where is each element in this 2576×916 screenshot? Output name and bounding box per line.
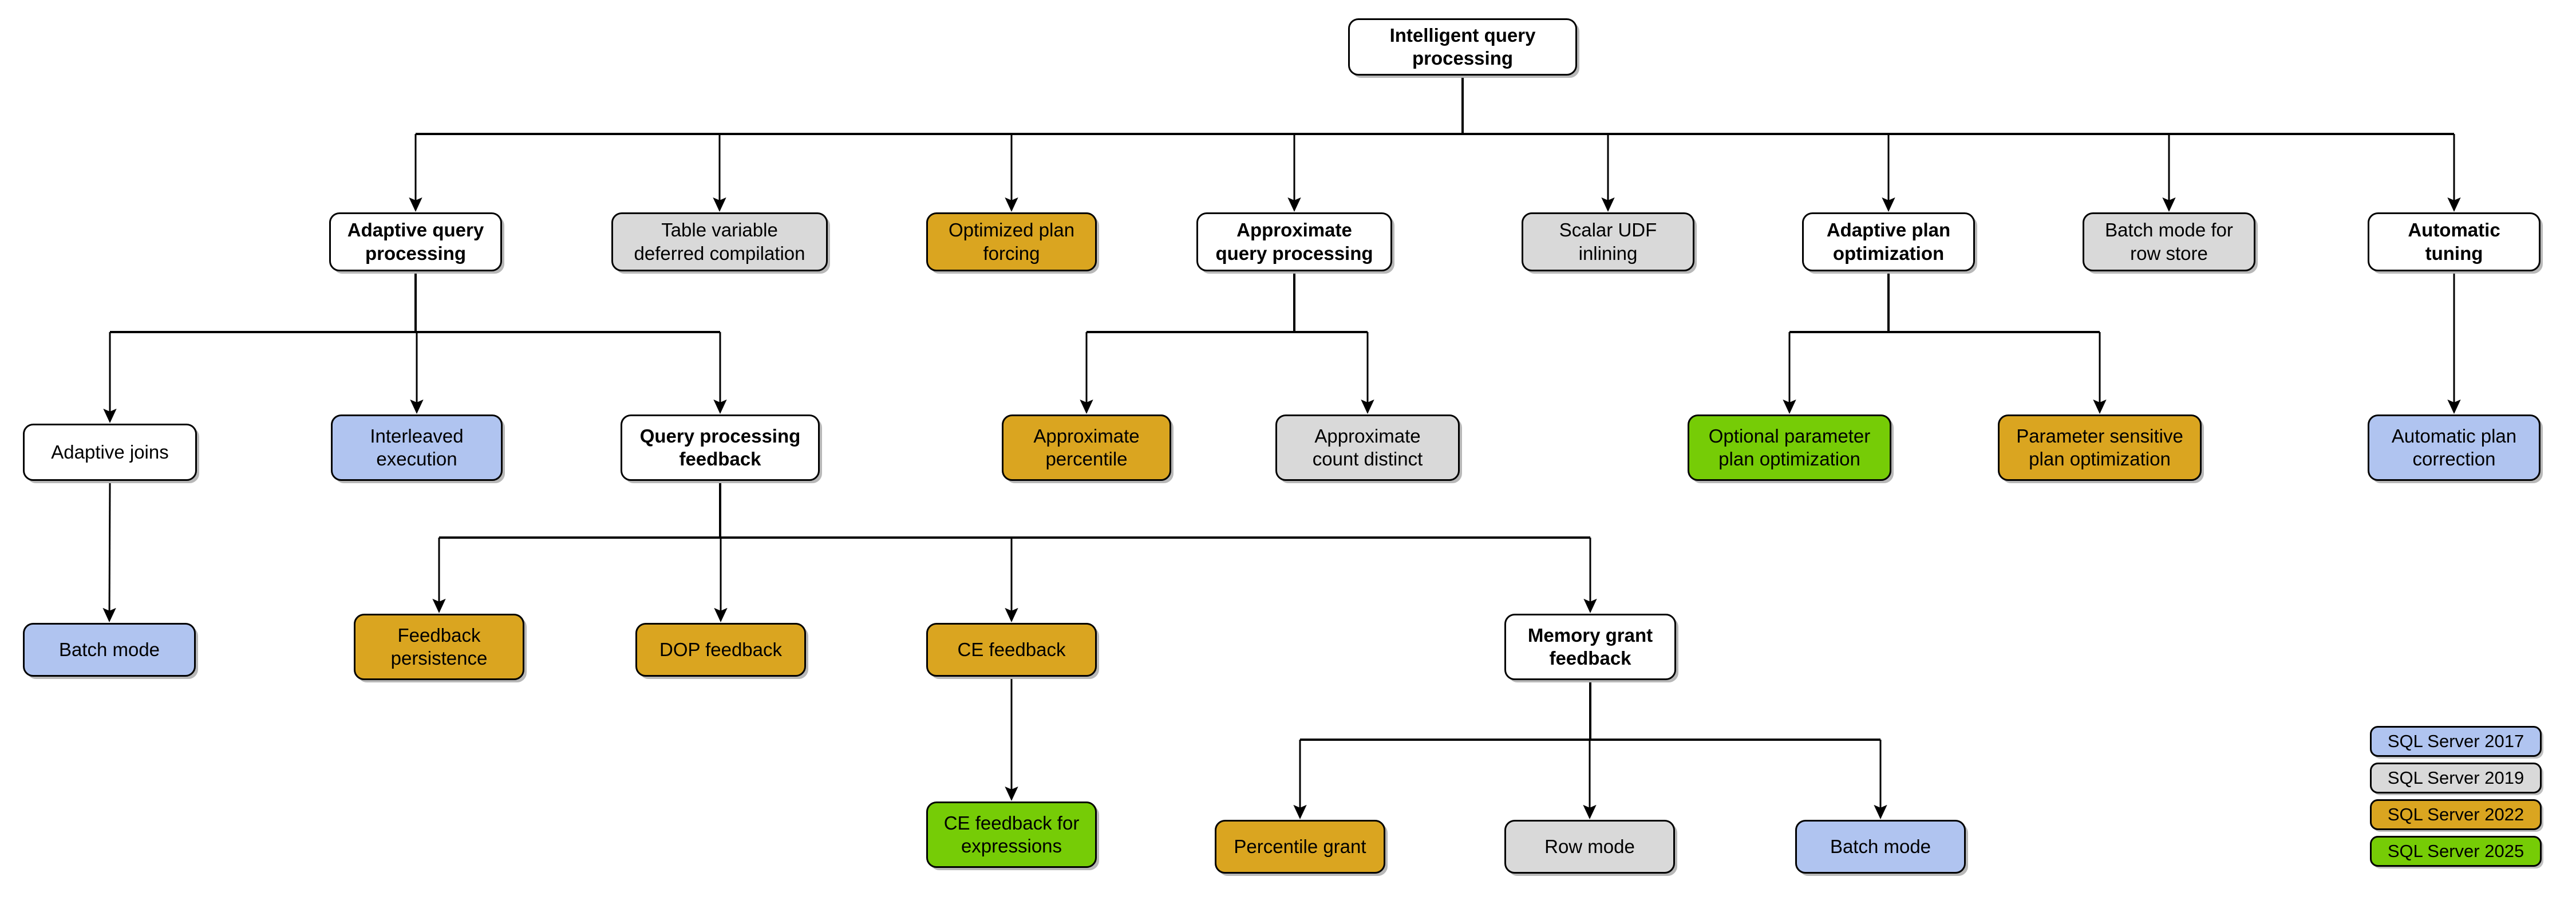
node-pg[interactable]: Percentile grant [1215,820,1385,874]
node-apq[interactable]: Approximate query processing [1196,212,1392,271]
node-apo[interactable]: Adaptive plan optimization [1802,212,1975,271]
node-dopf[interactable]: DOP feedback [635,623,806,677]
node-bm2[interactable]: Batch mode [1795,820,1966,874]
legend-item-sql-server-2019[interactable]: SQL Server 2019 [2370,763,2542,793]
node-oppo[interactable]: Optional parameter plan optimization [1688,414,1891,481]
node-bm1[interactable]: Batch mode [23,623,196,677]
node-cefe[interactable]: CE feedback for expressions [926,802,1097,868]
node-sudf[interactable]: Scalar UDF inlining [1522,212,1694,271]
node-aqp[interactable]: Adaptive query processing [329,212,502,271]
legend-item-sql-server-2025[interactable]: SQL Server 2025 [2370,836,2542,867]
node-cef[interactable]: CE feedback [926,623,1097,677]
node-apc[interactable]: Automatic plan correction [2368,414,2541,481]
node-at[interactable]: Automatic tuning [2368,212,2541,271]
node-ie[interactable]: Interleaved execution [331,414,503,481]
node-acd[interactable]: Approximate count distinct [1275,414,1460,481]
node-opf[interactable]: Optimized plan forcing [926,212,1097,271]
node-root[interactable]: Intelligent query processing [1348,18,1577,76]
node-rm[interactable]: Row mode [1504,820,1675,874]
edge-aj-bm1 [102,483,116,622]
node-fp[interactable]: Feedback persistence [354,614,524,680]
legend-item-sql-server-2017[interactable]: SQL Server 2017 [2370,726,2542,757]
node-aj[interactable]: Adaptive joins [23,424,197,481]
legend-item-sql-server-2022[interactable]: SQL Server 2022 [2370,799,2542,830]
node-mgf[interactable]: Memory grant feedback [1504,614,1676,680]
node-qpf[interactable]: Query processing feedback [621,414,820,481]
node-pspo[interactable]: Parameter sensitive plan optimization [1998,414,2202,481]
node-bmrs[interactable]: Batch mode for row store [2083,212,2255,271]
node-tvdc[interactable]: Table variable deferred compilation [611,212,828,271]
node-ap[interactable]: Approximate percentile [1002,414,1171,481]
